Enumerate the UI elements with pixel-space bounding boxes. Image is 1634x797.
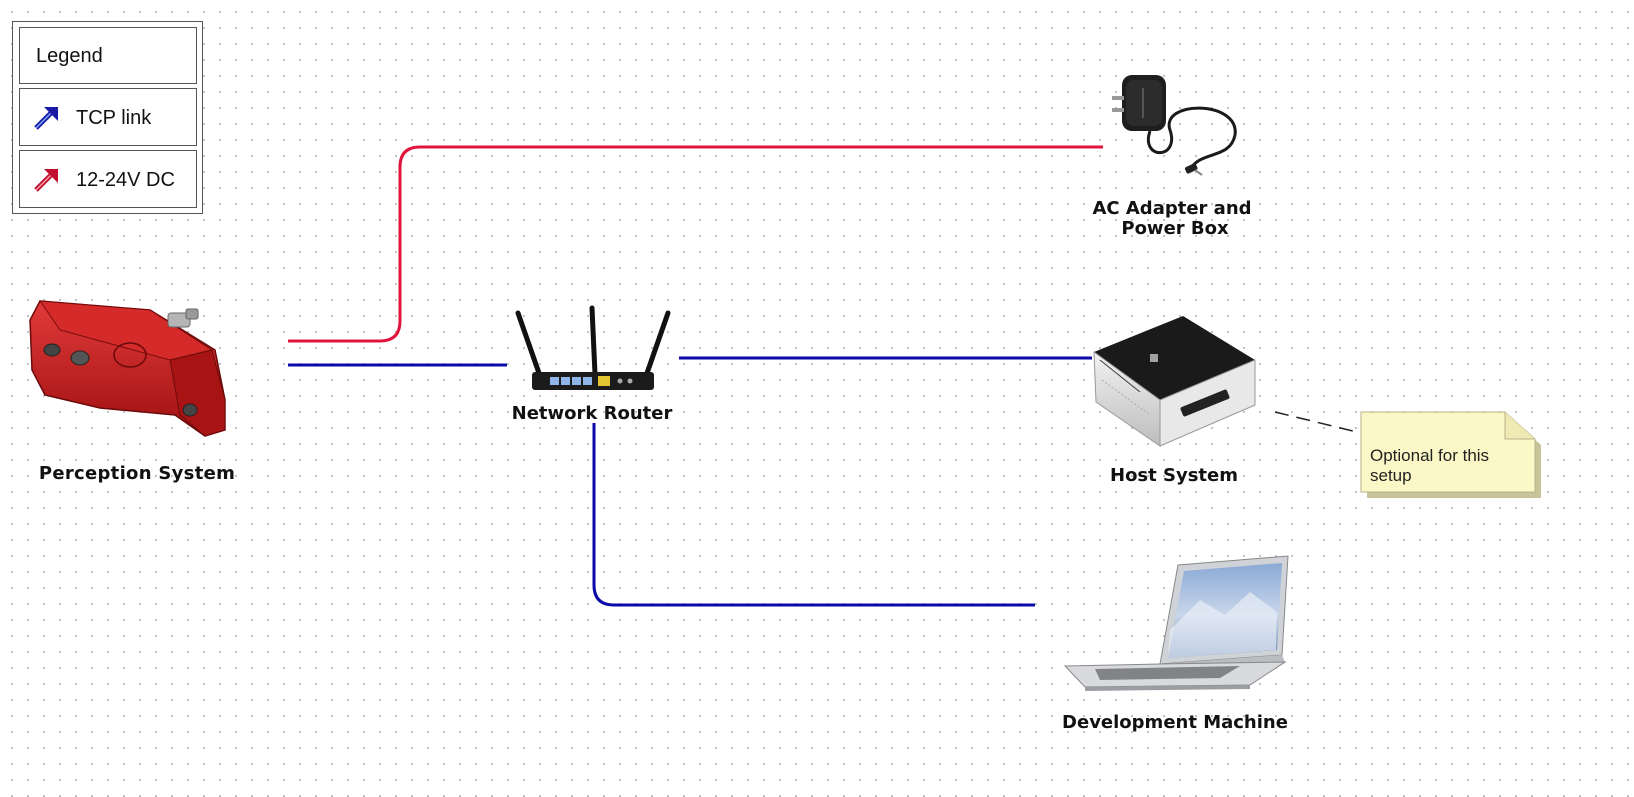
tcp-link-router-dev[interactable] — [592, 423, 1035, 607]
ac-adapter-label-line1: AC Adapter and — [1092, 198, 1251, 219]
red-arrow-icon — [34, 169, 58, 192]
legend-panel: Legend TCP link 12-24V DC — [12, 21, 203, 214]
host-system-label: Host System — [1110, 465, 1238, 486]
perception-system-label: Perception System — [39, 463, 235, 484]
legend-title-box: Legend — [19, 27, 197, 84]
host-system-icon[interactable] — [1093, 316, 1256, 447]
legend-item-power: 12-24V DC — [19, 150, 197, 208]
ac-adapter-label-line2: Power Box — [1121, 218, 1229, 239]
legend-power-label: 12-24V DC — [76, 169, 175, 191]
legend-item-tcp: TCP link — [19, 88, 197, 146]
note-text: Optional for this setup — [1370, 446, 1520, 486]
legend-tcp-label: TCP link — [76, 107, 152, 129]
network-router-icon[interactable] — [515, 305, 671, 390]
power-link-perception-adapter[interactable] — [288, 145, 1103, 343]
note-connector — [1274, 411, 1362, 434]
network-router-label: Network Router — [512, 403, 673, 424]
blue-arrow-icon — [34, 107, 58, 130]
perception-system-icon[interactable] — [29, 300, 226, 437]
legend-title: Legend — [36, 45, 103, 67]
development-machine-icon[interactable] — [1063, 555, 1289, 691]
note-text-line1: Optional for this — [1370, 446, 1490, 465]
development-machine-label: Development Machine — [1062, 712, 1288, 733]
ac-adapter-icon[interactable] — [1112, 75, 1237, 176]
optional-note[interactable] — [1360, 411, 1541, 498]
note-text-line2: setup — [1370, 466, 1412, 485]
